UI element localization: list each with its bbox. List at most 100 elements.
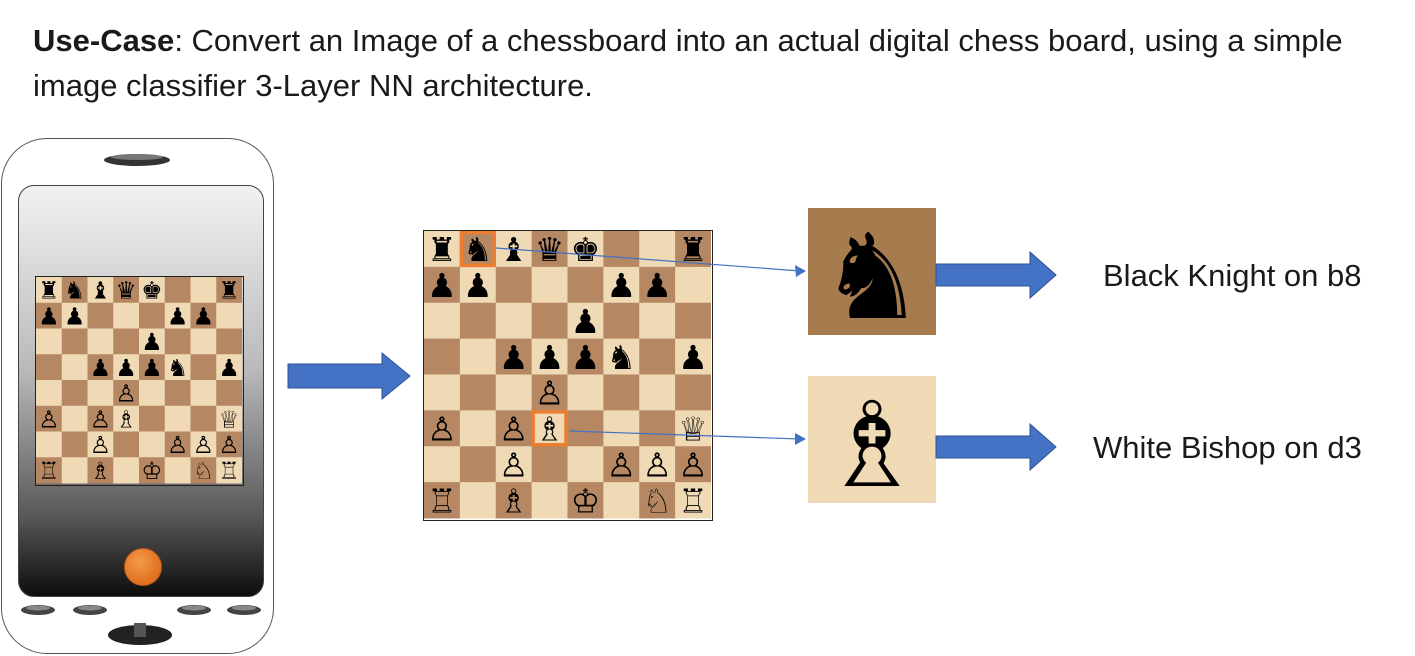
main-board-square-g4 xyxy=(639,374,676,411)
phone-board-square-g5 xyxy=(190,354,217,381)
main-board-square-b5 xyxy=(459,338,497,375)
main-board-square-e8 xyxy=(567,231,604,268)
main-board-piece-g2: ♙ xyxy=(642,445,672,484)
phone-board-piece-h1: ♖ xyxy=(219,457,240,484)
phone-board-square-f5 xyxy=(164,354,191,381)
main-board-square-a3 xyxy=(424,410,461,447)
phone-buttons-icon xyxy=(21,605,261,645)
main-board-piece-c3: ♙ xyxy=(499,410,529,449)
phone-board-piece-d8: ♛ xyxy=(116,277,137,305)
phone-board-square-e8 xyxy=(139,277,166,304)
phone-board-piece-a8: ♜ xyxy=(38,277,59,305)
phone-board-square-d3 xyxy=(113,405,140,432)
main-board-square-f8 xyxy=(603,231,640,268)
phone-board-square-a8 xyxy=(36,277,63,304)
main-board-square-g6 xyxy=(639,302,676,340)
main-board-square-g3 xyxy=(639,410,676,447)
white-bishop-icon: ♗ xyxy=(819,376,925,503)
main-board-square-b2 xyxy=(459,446,497,483)
phone-board-square-b5 xyxy=(61,354,88,381)
phone-board-square-b2 xyxy=(61,431,88,458)
phone-board-square-c4 xyxy=(87,380,114,407)
phone-board-piece-e6: ♟ xyxy=(141,328,162,356)
phone-board-square-c6 xyxy=(87,328,114,355)
main-board-piece-h3: ♕ xyxy=(678,410,708,449)
phone-board-square-h4 xyxy=(216,380,242,407)
phone-board-piece-a7: ♟ xyxy=(38,302,59,330)
main-board-square-g1 xyxy=(639,482,676,519)
phone-board-piece-a1: ♖ xyxy=(38,457,59,484)
main-board-square-f1 xyxy=(603,482,640,519)
main-board-piece-d5: ♟ xyxy=(535,338,565,377)
main-board-square-c4 xyxy=(495,374,533,411)
main-board-square-e7 xyxy=(567,266,604,304)
main-board-square-d4 xyxy=(531,374,568,411)
phone-board-square-f1 xyxy=(164,457,191,484)
phone-board-square-g7 xyxy=(190,302,217,329)
main-board-square-f4 xyxy=(603,374,640,411)
phone-board-square-d7 xyxy=(113,302,140,329)
main-board-square-e4 xyxy=(567,374,604,411)
phone-board-square-f3 xyxy=(164,405,191,432)
phone-board-square-g3 xyxy=(190,405,217,432)
main-board-square-e2 xyxy=(567,446,604,483)
phone-board-piece-d4: ♙ xyxy=(116,380,137,408)
main-board-piece-g7: ♟ xyxy=(642,266,672,305)
phone-board-piece-b7: ♟ xyxy=(64,302,85,330)
phone-board-piece-d3: ♗ xyxy=(116,405,137,433)
main-board-piece-d8: ♛ xyxy=(535,231,565,269)
phone-board-square-d1 xyxy=(113,457,140,484)
phone-board-square-a1 xyxy=(36,457,63,484)
black-knight-tile: ♞ xyxy=(808,208,936,335)
main-board-square-b3 xyxy=(459,410,497,447)
main-board-piece-b8: ♞ xyxy=(463,231,493,269)
phone-board-square-c2 xyxy=(87,431,114,458)
phone-board-square-h5 xyxy=(216,354,242,381)
main-board-square-e6 xyxy=(567,302,604,340)
main-board-square-d6 xyxy=(531,302,568,340)
phone-board-piece-d5: ♟ xyxy=(116,354,137,382)
phone-board-square-f4 xyxy=(164,380,191,407)
main-board-square-d7 xyxy=(531,266,568,304)
main-board-square-f5 xyxy=(603,338,640,375)
camera-shutter-button[interactable] xyxy=(124,548,162,586)
phone-board-square-g6 xyxy=(190,328,217,355)
phone-board-square-d6 xyxy=(113,328,140,355)
phone-board-square-f6 xyxy=(164,328,191,355)
phone-board-square-h2 xyxy=(216,431,242,458)
phone-board-square-f8 xyxy=(164,277,191,304)
phone-board-piece-c5: ♟ xyxy=(90,354,111,382)
phone-board-square-b8 xyxy=(61,277,88,304)
main-board-square-d8 xyxy=(531,231,568,268)
phone-earpiece-icon xyxy=(104,154,170,166)
phone-board-square-c1 xyxy=(87,457,114,484)
result-label-bishop: White Bishop on d3 xyxy=(1093,430,1362,465)
phone-board-square-b3 xyxy=(61,405,88,432)
main-board-piece-f2: ♙ xyxy=(607,445,637,484)
headline-text: : Convert an Image of a chessboard into … xyxy=(33,23,1343,103)
phone-board-square-h8 xyxy=(216,277,242,304)
phone-board-square-g2 xyxy=(190,431,217,458)
phone-board-piece-c3: ♙ xyxy=(90,405,111,433)
phone-board-piece-e1: ♔ xyxy=(141,457,162,484)
phone-board-square-d5 xyxy=(113,354,140,381)
phone-to-board-arrow xyxy=(287,351,411,401)
phone-board-piece-f5: ♞ xyxy=(167,354,188,382)
main-board-piece-c5: ♟ xyxy=(499,338,529,377)
phone-board-square-h6 xyxy=(216,328,242,355)
main-board-square-h6 xyxy=(675,302,711,340)
phone-board-square-c7 xyxy=(87,302,114,329)
phone-board-square-e5 xyxy=(139,354,166,381)
main-board-square-h4 xyxy=(675,374,711,411)
phone-board-square-c8 xyxy=(87,277,114,304)
phone-board-square-c3 xyxy=(87,405,114,432)
phone-board-square-h3 xyxy=(216,405,242,432)
phone-board-piece-c2: ♙ xyxy=(90,431,111,459)
phone-board-square-g1 xyxy=(190,457,217,484)
phone-board-square-a6 xyxy=(36,328,63,355)
phone-board-square-e6 xyxy=(139,328,166,355)
main-board-piece-g1: ♘ xyxy=(642,481,672,519)
svg-text:♗: ♗ xyxy=(819,376,925,503)
phone-board-square-b4 xyxy=(61,380,88,407)
